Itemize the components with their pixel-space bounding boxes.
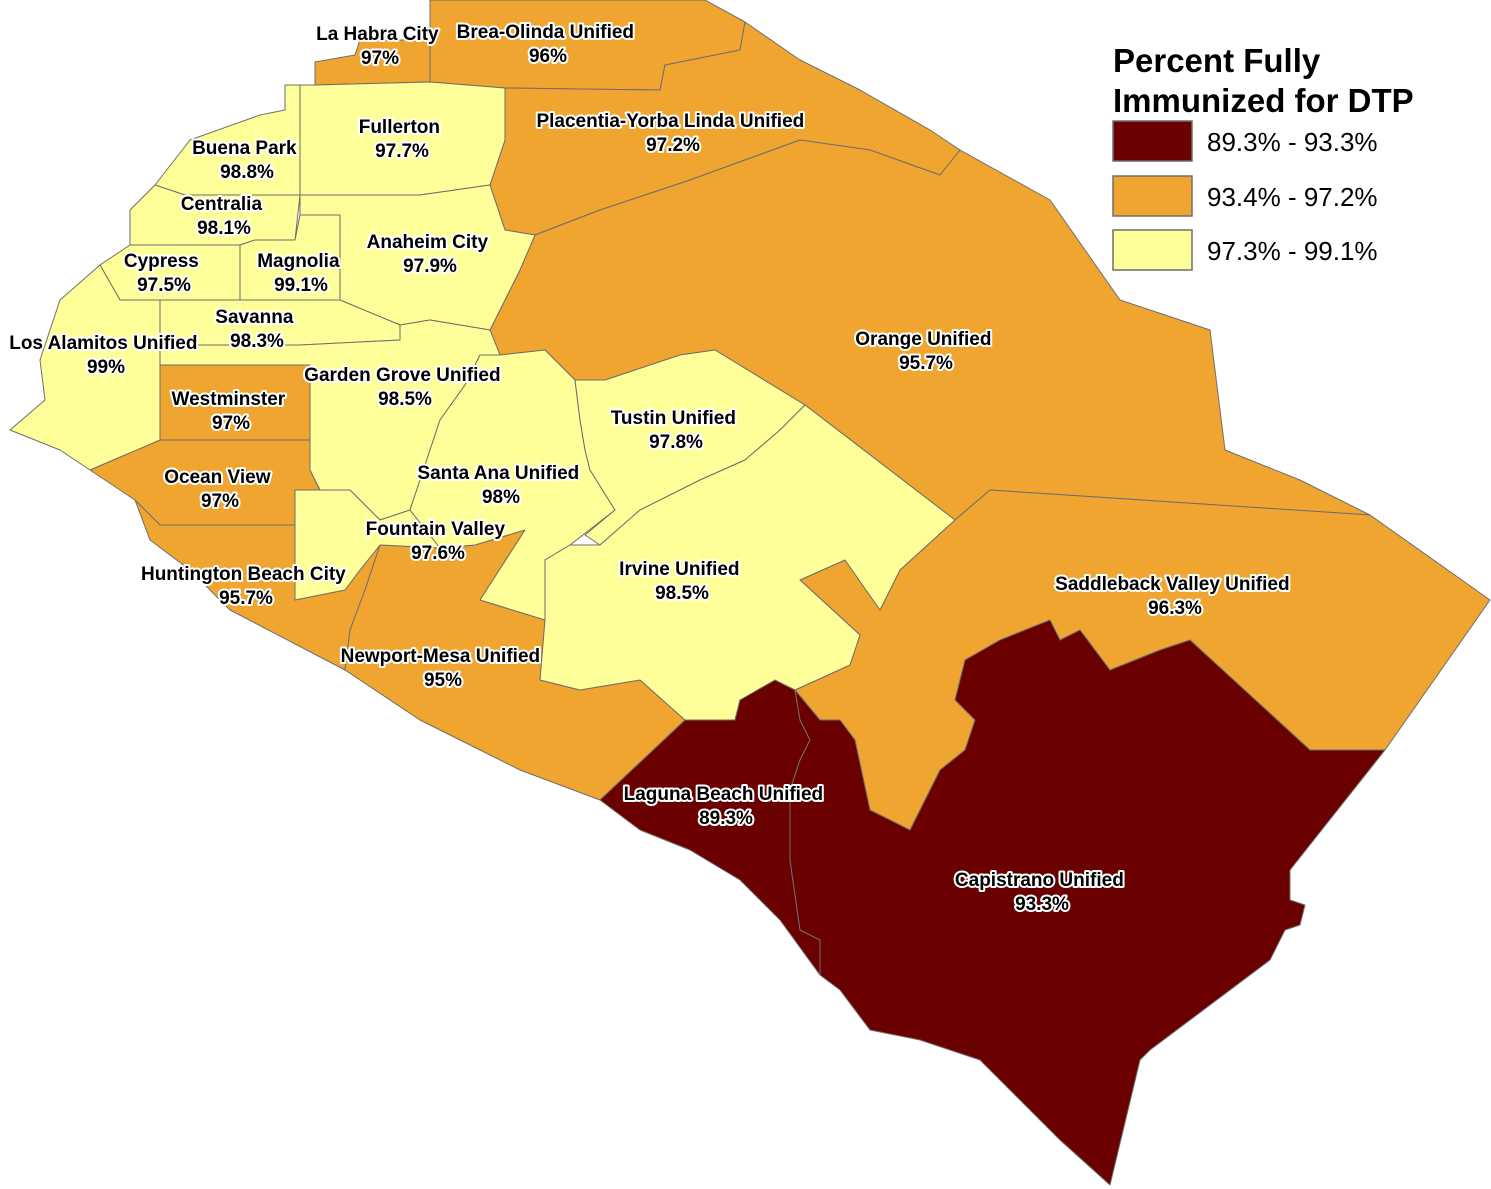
legend-label-mid: 93.4% - 97.2% (1207, 182, 1378, 212)
label-la-habra-city: La Habra City 97% (316, 24, 444, 69)
district-shape-los-alamitos-unified (9, 264, 161, 471)
label-newport-mesa-unified-value: 95% (424, 670, 462, 691)
label-brea-olinda-unified-name: Brea-Olinda Unified (457, 22, 634, 43)
label-cypress: Cypress 97.5% (124, 251, 204, 296)
label-ocean-view-value: 97% (201, 491, 239, 512)
label-newport-mesa-unified-name: Newport-Mesa Unified (341, 646, 541, 667)
label-los-alamitos-unified-name: Los Alamitos Unified (9, 333, 197, 354)
label-brea-olinda-unified-value: 96% (529, 46, 567, 67)
label-fullerton-value: 97.7% (375, 141, 429, 162)
label-ocean-view: Ocean View 97% (164, 467, 276, 512)
label-magnolia-name: Magnolia (257, 251, 340, 272)
label-brea-olinda-unified: Brea-Olinda Unified 96% (457, 22, 640, 67)
label-savanna-value: 98.3% (230, 331, 284, 352)
label-placentia-yorba-linda-unified-value: 97.2% (646, 135, 700, 156)
label-tustin-unified-value: 97.8% (649, 432, 703, 453)
label-centralia-name: Centralia (181, 194, 263, 215)
label-ocean-view-name: Ocean View (164, 467, 271, 488)
label-saddleback-valley-unified: Saddleback Valley Unified 96.3% (1055, 574, 1295, 619)
label-fullerton: Fullerton 97.7% (359, 117, 446, 162)
label-buena-park: Buena Park 98.8% (192, 138, 302, 183)
label-laguna-beach-unified: Laguna Beach Unified 89.3% (624, 784, 829, 829)
district-shape-fullerton (299, 81, 506, 196)
label-magnolia-value: 99.1% (274, 275, 328, 296)
label-garden-grove-unified-value: 98.5% (378, 389, 432, 410)
label-santa-ana-unified-value: 98% (482, 487, 520, 508)
label-anaheim-city: Anaheim City 97.9% (367, 232, 494, 277)
label-santa-ana-unified: Santa Ana Unified 98% (417, 463, 584, 508)
legend-swatch-mid (1112, 175, 1193, 217)
district-labels: La Habra City 97% Brea-Olinda Unified 96… (7, 20, 1295, 917)
label-placentia-yorba-linda-unified: Placentia-Yorba Linda Unified 97.2% (536, 111, 809, 156)
label-los-alamitos-unified-value: 99% (87, 357, 125, 378)
label-fullerton-name: Fullerton (359, 117, 440, 138)
label-centralia: Centralia 98.1% (181, 194, 268, 239)
label-orange-unified: Orange Unified 95.7% (855, 329, 996, 374)
label-capistrano-unified-value: 93.3% (1015, 894, 1069, 915)
label-anaheim-city-value: 97.9% (403, 256, 457, 277)
legend-swatch-high (1112, 229, 1193, 271)
label-tustin-unified-name: Tustin Unified (611, 408, 736, 429)
label-la-habra-city-value: 97% (361, 48, 399, 69)
label-buena-park-name: Buena Park (192, 138, 297, 159)
legend-swatch-low (1112, 120, 1193, 162)
label-westminster-name: Westminster (172, 389, 286, 410)
label-placentia-yorba-linda-unified-name: Placentia-Yorba Linda Unified (536, 111, 804, 132)
label-cypress-value: 97.5% (137, 275, 191, 296)
label-anaheim-city-name: Anaheim City (367, 232, 489, 253)
district-shape-fountain-valley (294, 489, 441, 601)
legend-label-high: 97.3% - 99.1% (1207, 236, 1378, 266)
legend-title-line1: Percent Fully (1113, 42, 1321, 79)
label-garden-grove-unified: Garden Grove Unified 98.5% (304, 365, 506, 410)
district-shape-irvine-unified (539, 404, 956, 721)
label-capistrano-unified: Capistrano Unified 93.3% (955, 870, 1129, 915)
label-huntington-beach-city-value: 95.7% (219, 588, 273, 609)
label-centralia-value: 98.1% (197, 218, 251, 239)
district-shape-capistrano-unified (789, 619, 1386, 1186)
label-newport-mesa-unified: Newport-Mesa Unified 95% (341, 646, 546, 691)
label-buena-park-value: 98.8% (220, 162, 274, 183)
legend-title-line2: Immunized for DTP (1113, 82, 1414, 119)
label-saddleback-valley-unified-value: 96.3% (1148, 598, 1202, 619)
label-westminster: Westminster 97% (172, 389, 291, 434)
label-laguna-beach-unified-value: 89.3% (699, 808, 753, 829)
district-shapes (9, 0, 1491, 1186)
label-irvine-unified: Irvine Unified 98.5% (619, 559, 745, 604)
label-orange-unified-name: Orange Unified (855, 329, 991, 350)
label-capistrano-unified-name: Capistrano Unified (955, 870, 1124, 891)
label-savanna: Savanna 98.3% (215, 307, 298, 352)
label-los-alamitos-unified: Los Alamitos Unified 99% (9, 333, 203, 378)
label-irvine-unified-value: 98.5% (655, 583, 709, 604)
label-orange-unified-value: 95.7% (899, 353, 953, 374)
label-savanna-name: Savanna (215, 307, 294, 328)
district-shape-anaheim-city (299, 184, 536, 331)
label-la-habra-city-name: La Habra City (316, 24, 439, 45)
label-tustin-unified: Tustin Unified 97.8% (611, 408, 742, 453)
legend: Percent Fully Immunized for DTP 89.3% - … (1112, 42, 1414, 271)
label-huntington-beach-city: Huntington Beach City 95.7% (141, 564, 351, 609)
label-saddleback-valley-unified-name: Saddleback Valley Unified (1055, 574, 1289, 595)
label-fountain-valley-value: 97.6% (411, 543, 465, 564)
label-cypress-name: Cypress (124, 251, 199, 272)
label-huntington-beach-city-name: Huntington Beach City (141, 564, 346, 585)
label-fountain-valley: Fountain Valley 97.6% (366, 519, 511, 564)
label-irvine-unified-name: Irvine Unified (619, 559, 739, 580)
label-magnolia: Magnolia 99.1% (257, 251, 345, 296)
label-santa-ana-unified-name: Santa Ana Unified (417, 463, 579, 484)
label-garden-grove-unified-name: Garden Grove Unified (304, 365, 500, 386)
label-fountain-valley-name: Fountain Valley (366, 519, 506, 540)
legend-label-low: 89.3% - 93.3% (1207, 127, 1378, 157)
label-westminster-value: 97% (212, 413, 250, 434)
label-laguna-beach-unified-name: Laguna Beach Unified (624, 784, 824, 805)
